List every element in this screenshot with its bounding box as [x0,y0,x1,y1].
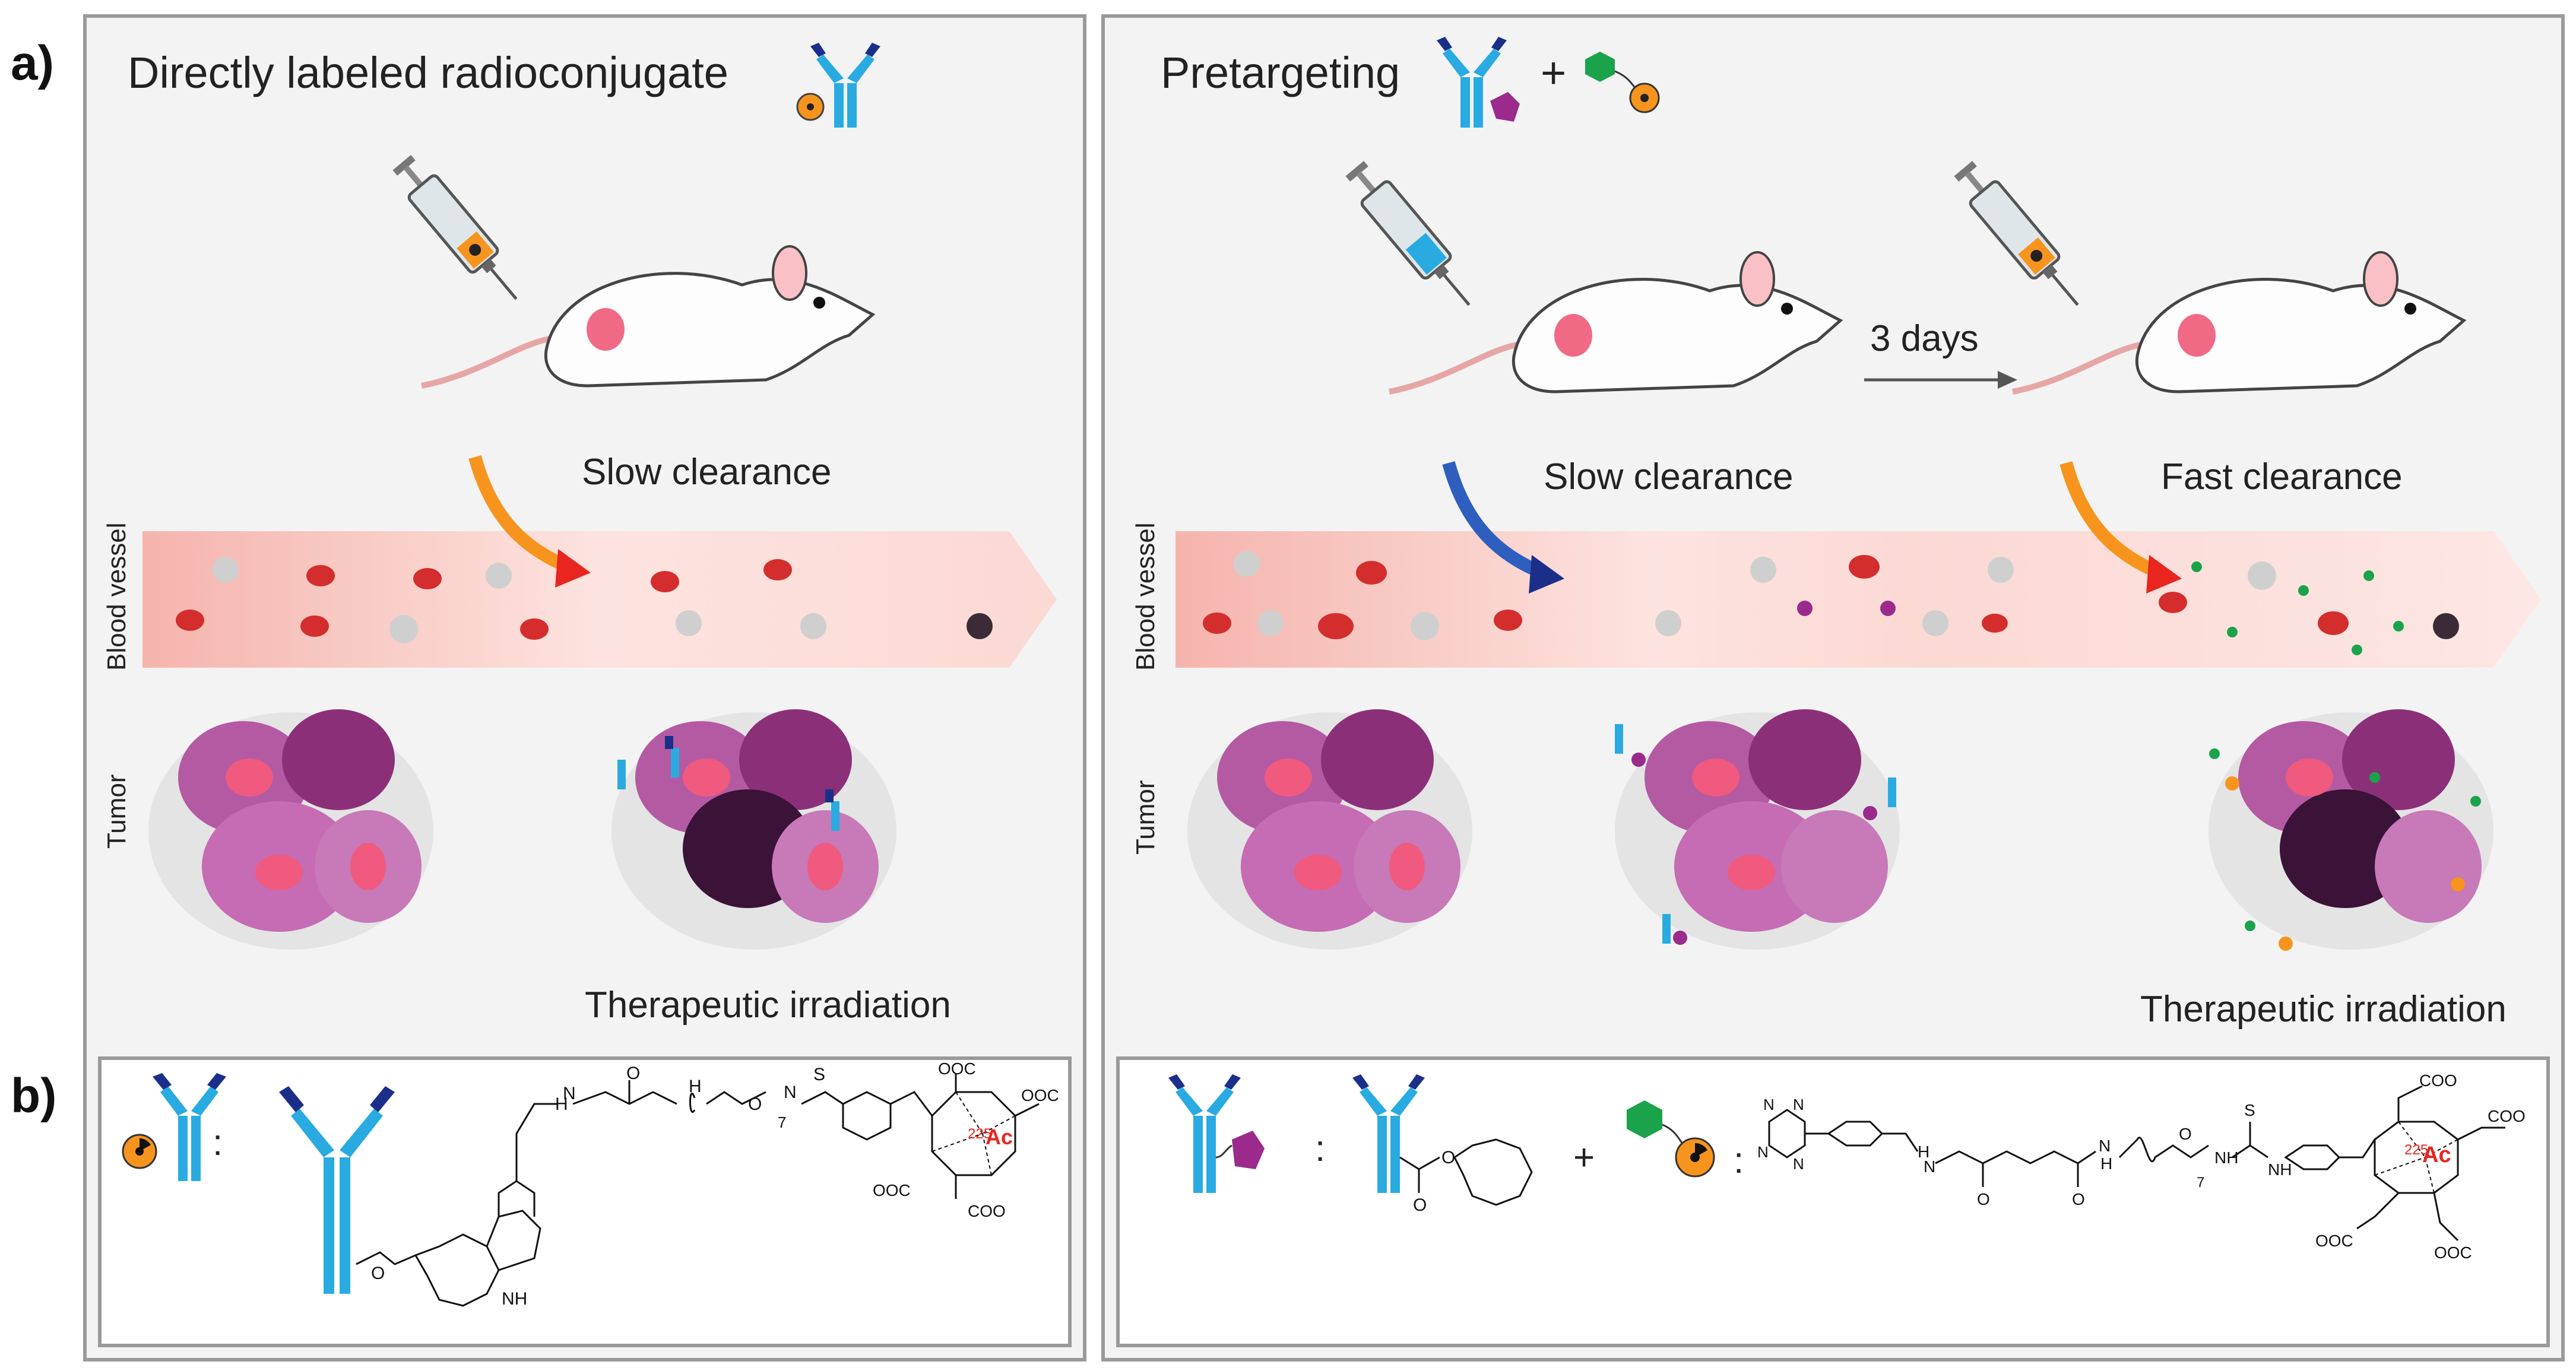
coo-6: COO [2488,1107,2526,1125]
chem-nh-1: H [689,1077,702,1096]
coo-8: OOC [2434,1243,2472,1262]
syringe-antibody-icon [1345,161,1471,306]
tumor-irradiated-right [2209,709,2493,951]
interval-label: 3 days [1870,318,1979,359]
ac-symbol-right: Ac [2422,1142,2451,1167]
left-tumor-label: Tumor [102,774,131,849]
chem-o-6: O [2179,1125,2192,1143]
right-plus: + [1573,1137,1595,1178]
pretargeting-antibody-icon [1437,37,1520,128]
syringe-radioconjugate-icon [392,155,518,300]
direct-conjugate-icon [796,43,880,128]
chem-h-2: H [1918,1142,1929,1161]
chem-nh-3: NH [2214,1148,2238,1167]
mouse-icon-radioligand [2012,251,2467,395]
tumor-right-2 [1615,709,1900,950]
left-structure-panel [98,1056,1072,1347]
right-fast-clearance-caption: Fast clearance [2161,456,2403,497]
coo-2: OOC [1021,1086,1059,1105]
mouse-icon-pretarget [1389,251,1843,395]
chem-n-3: N [784,1083,797,1102]
chem-n-2: N [563,1084,576,1103]
coo-4: COO [968,1202,1006,1220]
left-slow-clearance-caption: Slow clearance [582,452,832,493]
left-conjugate-structure: H N O H O 7 N S 225 Ac OOC OOC OOC COO N… [279,1059,1059,1309]
mouse-icon [421,245,876,389]
coo-7: OOC [2315,1232,2353,1250]
blood-vessel-left [142,531,1057,668]
chem-o-3: O [371,1264,385,1283]
tumor-irradiated-left [611,709,896,950]
chem-n-1: H [555,1094,568,1114]
left-blood-vessel-label: Blood vessel [102,522,131,671]
tco-o-1: O [1413,1195,1427,1215]
right-title-plus: + [1541,48,1567,97]
tz-n-1: N [1763,1096,1775,1113]
tz-n-4: N [1793,1155,1804,1173]
tz-n-3: N [1757,1143,1769,1161]
left-antibody-legend [122,1073,226,1181]
tumor-right-1 [1187,709,1472,950]
chem-o-1: O [626,1064,640,1083]
chem-o-2: O [748,1094,762,1114]
injection-arrow-left [468,455,591,588]
coo-3: OOC [873,1181,911,1199]
blood-vessel-right [1175,531,2541,668]
antibody-tco-structure: O O [1352,1074,1533,1215]
left-colon: : [213,1122,223,1163]
right-tumor-label: Tumor [1131,780,1160,855]
injection-arrow-right-2 [2059,461,2182,594]
chem-nh-4: NH [2268,1160,2292,1179]
chem-h-3: H [2100,1154,2112,1173]
chem-repeat-2: 7 [2197,1175,2204,1191]
right-colon-1: : [1315,1128,1326,1169]
left-therapeutic-irradiation-caption: Therapeutic irradiation [585,985,951,1026]
tco-o-2: O [1441,1148,1455,1167]
syringe-radioligand-icon [1954,161,2079,306]
chem-repeat: 7 [778,1113,786,1131]
right-colon-2: : [1734,1140,1744,1181]
right-slow-clearance-caption: Slow clearance [1544,456,1794,497]
chem-s: S [813,1065,825,1084]
chem-s-2: S [2244,1101,2255,1119]
injection-arrow-right-1 [1442,461,1564,594]
panel-label-a: a) [11,36,54,90]
chem-nh-2: NH [502,1289,527,1309]
coo-1: OOC [938,1059,976,1078]
tetrazine-radioligand-legend [1627,1100,1715,1178]
right-blood-vessel-label: Blood vessel [1131,522,1160,671]
tetrazine-dota-structure: N N N N H N O O N H O 7 NH S NH 225 Ac C… [1757,1071,2526,1262]
antibody-tco-legend [1168,1074,1265,1193]
left-panel-title: Directly labeled radioconjugate [128,48,728,97]
right-structure-panel [1116,1056,2550,1347]
tz-n-2: N [1793,1096,1804,1113]
right-therapeutic-irradiation-caption: Therapeutic irradiation [2140,989,2507,1030]
ac-symbol-left: Ac [986,1125,1013,1149]
tetrazine-radioligand-icon [1585,52,1660,113]
chem-n-6: N [2099,1137,2111,1155]
right-panel-title: Pretargeting [1161,48,1401,97]
ac-mass-left: 225 [968,1126,991,1142]
coo-5: COO [2419,1071,2457,1090]
chem-o-5: O [2072,1190,2085,1208]
chem-o-4: O [1977,1190,1990,1208]
panel-label-b: b) [11,1069,57,1123]
ac-mass-right: 225 [2404,1142,2428,1158]
interval-arrow [1864,371,2017,389]
chem-n-5: N [1924,1157,1935,1176]
tumor-left [148,709,433,950]
